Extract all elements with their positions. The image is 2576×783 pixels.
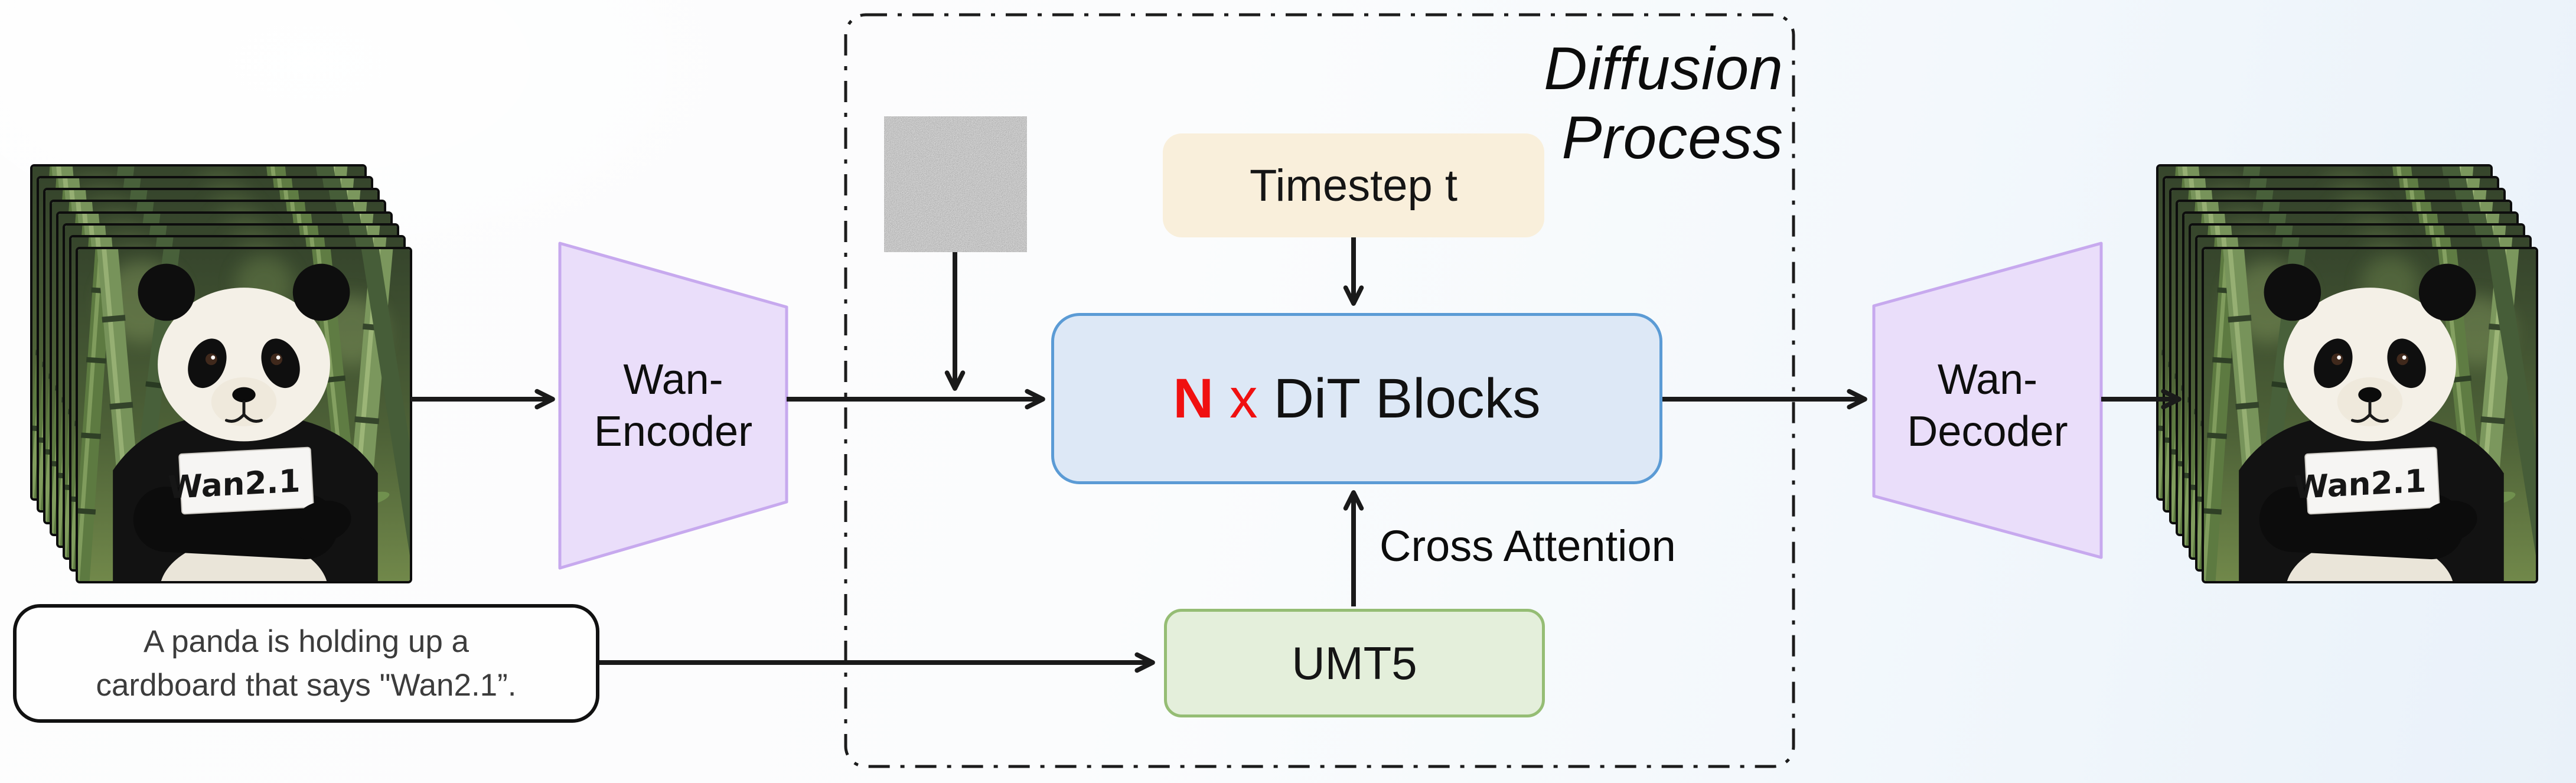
wan-decoder-label: Wan- Decoder — [1874, 243, 2101, 568]
wan-encoder-label-line1: Wan- — [623, 356, 723, 403]
wan-decoder-label-line2: Decoder — [1907, 408, 2068, 455]
prompt-line1: A panda is holding up a — [143, 624, 469, 659]
wan-encoder-label-line2: Encoder — [594, 408, 753, 455]
dit-n-count: N — [1173, 367, 1214, 430]
timestep-label: Timestep t — [1250, 160, 1457, 211]
dit-blocks-box: N x DiT Blocks — [1051, 313, 1662, 484]
video-frame-front — [2202, 247, 2538, 583]
prompt-line2: cardboard that says "Wan2.1”. — [96, 667, 517, 703]
umt5-label: UMT5 — [1292, 637, 1417, 689]
input-video-frame-stack — [30, 164, 412, 583]
gaussian-noise-image — [884, 116, 1027, 252]
dit-blocks-label: DiT Blocks — [1273, 367, 1541, 430]
output-video-frame-stack — [2156, 164, 2538, 583]
video-frame-front — [76, 247, 412, 583]
wan-decoder-trapezoid — [1872, 242, 2103, 559]
cross-attention-label: Cross Attention — [1380, 521, 1676, 570]
timestep-box: Timestep t — [1163, 133, 1544, 237]
diffusion-process-label: Diffusion Process — [1544, 35, 1783, 171]
diffusion-process-boundary — [844, 13, 1795, 768]
umt5-box: UMT5 — [1164, 609, 1545, 717]
wan-encoder-trapezoid — [558, 242, 788, 570]
text-prompt-bubble: A panda is holding up a cardboard that s… — [13, 604, 599, 723]
wan-decoder-label-line1: Wan- — [1937, 356, 2038, 403]
dit-times-symbol: x — [1229, 367, 1258, 430]
wan-encoder-label: Wan- Encoder — [560, 243, 787, 568]
